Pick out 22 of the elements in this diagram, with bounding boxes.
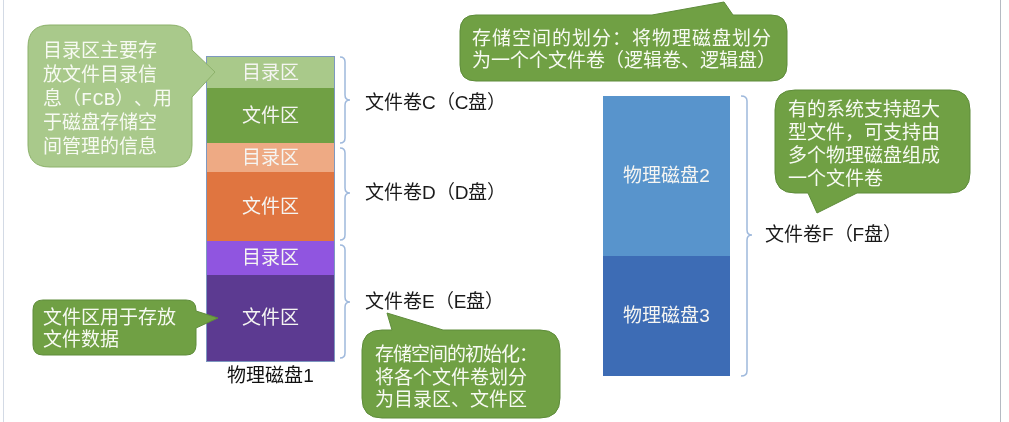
- callout-text: 有的系统支持超大型文件，可支持由多个物理磁盘组成一个文件卷: [788, 98, 941, 190]
- disk-block: 物理磁盘3: [603, 256, 730, 376]
- disk-segment: 文件区: [207, 88, 334, 143]
- callout-text: 目录区主要存放文件目录信息（FCB）、用于磁盘存储空间管理的信息: [43, 40, 174, 160]
- disk-segment: 文件区: [207, 275, 334, 361]
- speech-bubble: [774, 89, 971, 214]
- speech-bubble: [459, 1, 788, 82]
- speech-bubble: [27, 24, 216, 168]
- disk-segment: 文件区: [207, 172, 334, 241]
- volume-label: 文件卷C（C盘）: [365, 92, 507, 114]
- callout-text: 存储空间的初始化：将各个文件卷划分为目录区、文件区: [375, 344, 538, 412]
- disk-segment: 目录区: [207, 57, 334, 88]
- volume-label: 文件卷E（E盘）: [365, 291, 505, 313]
- disk-caption: 物理磁盘1: [227, 365, 314, 387]
- speech-bubble: [361, 312, 561, 419]
- callout-text: 存储空间的划分：将物理磁盘划分为一个个文件卷（逻辑卷、逻辑盘）: [472, 28, 777, 72]
- disk-segment: 目录区: [207, 241, 334, 275]
- disk-segment: 目录区: [207, 143, 334, 172]
- volume-label: 文件卷D（D盘）: [365, 182, 507, 204]
- volume-label: 文件卷F（F盘）: [765, 224, 903, 246]
- disk-block: 物理磁盘2: [603, 96, 730, 256]
- callout-text: 文件区用于存放文件数据: [43, 307, 177, 351]
